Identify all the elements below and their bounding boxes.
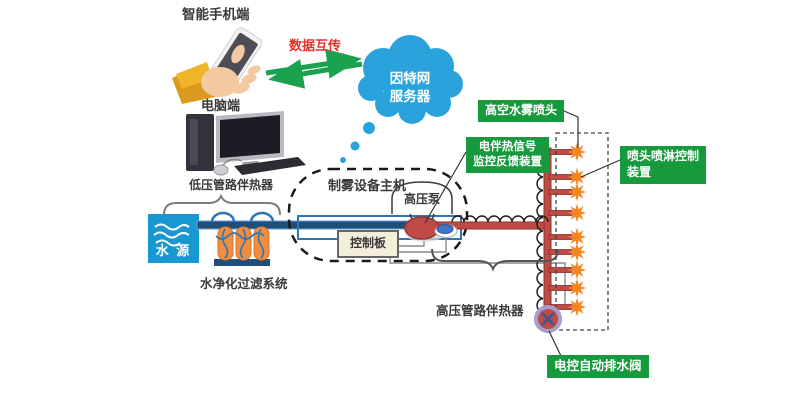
water-filter-icon (214, 226, 270, 266)
low-pressure-pipe (196, 220, 431, 230)
high-pressure-heater-label: 高压管路伴热器 (436, 304, 524, 318)
high-pressure-brace (431, 248, 559, 272)
desktop-computer-icon (186, 111, 306, 176)
drain-valve-callout: 电控自动排水阀 (547, 355, 649, 378)
nozzle-array (548, 142, 587, 317)
water-source-label: 水 源 (155, 243, 192, 258)
control-board-box (337, 230, 399, 258)
smartphone-icon (172, 27, 263, 104)
fog-host-enclosure (287, 167, 469, 263)
low-pressure-brace (163, 193, 281, 216)
spray-nozzle-icon (567, 297, 587, 317)
spray-nozzle-icon (567, 167, 587, 187)
drain-valve-icon (534, 305, 562, 333)
high-pressure-pipe-vertical (543, 147, 552, 319)
mist-nozzle-callout: 高空水雾喷头 (478, 100, 565, 122)
nozzle-zone-outline (555, 132, 609, 331)
thought-dots (340, 122, 375, 163)
spray-nozzle-icon (567, 260, 587, 280)
heat-trace-feedback-callout: 电伴热信号 监控反馈装置 (466, 137, 549, 174)
pump-body (404, 216, 440, 240)
control-board-label: 控制板 (349, 236, 386, 251)
data-transfer-label: 数据互传 (289, 38, 342, 53)
spray-control-callout: 喷头喷淋控制 装置 (620, 146, 707, 184)
spray-nozzle-icon (567, 242, 587, 262)
callout-pointer-lines (424, 110, 621, 357)
fog-host-label: 制雾设备主机 (328, 178, 407, 193)
high-pressure-pump-label: 高压泵 (404, 192, 441, 206)
pipe-heater-coil-vertical (536, 149, 544, 313)
spray-nozzle-icon (567, 182, 587, 202)
low-pressure-heater-label: 低压管路伴热器 (189, 178, 274, 192)
water-waves-icon (153, 223, 190, 247)
spray-nozzle-icon (567, 142, 587, 162)
water-source-box (148, 214, 199, 263)
sensor-body (436, 224, 454, 234)
spray-nozzle-icon (567, 278, 587, 298)
data-transfer-arrows (265, 48, 363, 89)
pipe-loops (210, 211, 275, 223)
smartphone-label: 智能手机端 (182, 7, 250, 22)
spray-nozzle-icon (567, 227, 587, 247)
pc-label: 电脑端 (201, 98, 241, 113)
cloud-server-label: 因特网 服务器 (389, 71, 431, 104)
arrow-to-phone-icon (268, 59, 363, 89)
spray-nozzle-icon (567, 203, 587, 223)
pipe-heater-coil (451, 215, 549, 223)
water-purification-label: 水净化过滤系统 (200, 277, 288, 291)
internet-cloud (358, 35, 463, 124)
